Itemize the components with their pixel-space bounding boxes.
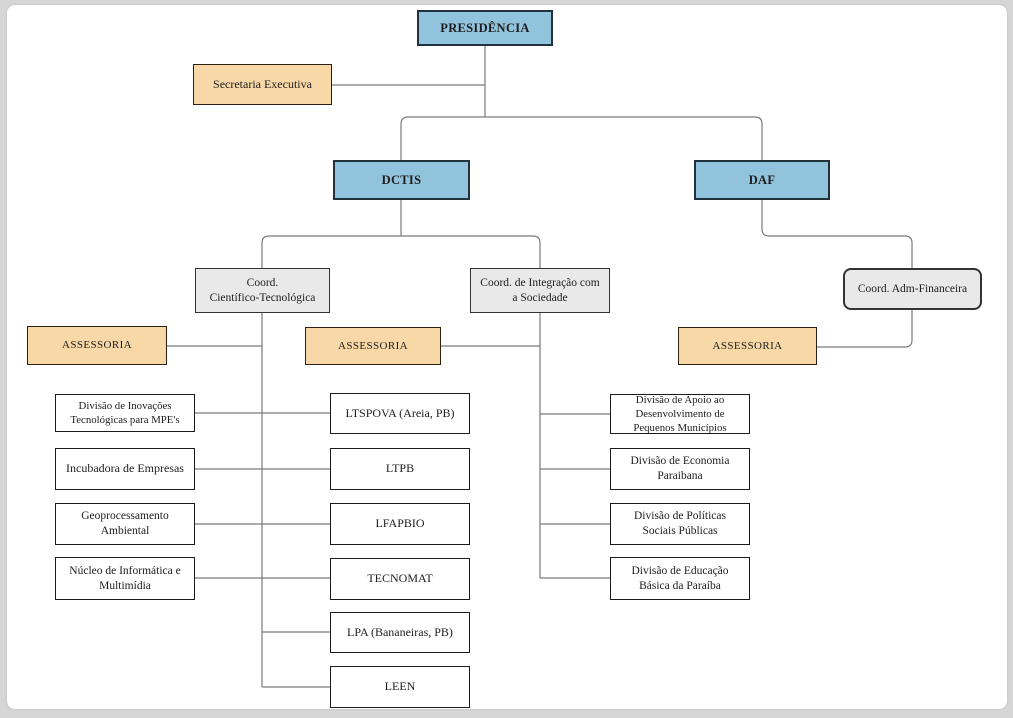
node-lfapbio: LFAPBIO — [330, 503, 470, 545]
node-ltspova-label: LTSPOVA (Areia, PB) — [345, 405, 455, 420]
node-presidencia: PRESIDÊNCIA — [417, 10, 553, 46]
node-divisao-economia-paraibana: Divisão de Economia Paraibana — [610, 448, 750, 490]
node-presidencia-label: PRESIDÊNCIA — [440, 20, 530, 35]
node-geoprocessamento-ambiental-label: Geoprocessamento Ambiental — [81, 510, 169, 537]
node-lpa: LPA (Bananeiras, PB) — [330, 612, 470, 653]
node-coord-adm-financeira: Coord. Adm-Financeira — [843, 268, 982, 310]
node-coord-adm-financeira-label: Coord. Adm-Financeira — [857, 282, 968, 295]
node-assessoria-1-label: ASSESSORIA — [61, 339, 133, 352]
node-assessoria-2: ASSESSORIA — [305, 327, 441, 365]
node-incubadora-empresas: Incubadora de Empresas — [55, 448, 195, 490]
node-lfapbio-label: LFAPBIO — [375, 516, 425, 531]
node-tecnomat: TECNOMAT — [330, 558, 470, 600]
node-divisao-politicas-sociais: Divisão de Políticas Sociais Públicas — [610, 503, 750, 545]
node-dctis: DCTIS — [333, 160, 470, 200]
node-assessoria-3-label: ASSESSORIA — [712, 339, 783, 352]
node-divisao-apoio-municipios-label: Divisão de Apoio ao Desenvolvimento de P… — [633, 393, 727, 435]
node-divisao-inovacoes-label: Divisão de Inovações Tecnológicas para M… — [70, 399, 180, 426]
node-coord-integracao-sociedade-label: Coord. de Integração com a Sociedade — [480, 276, 600, 304]
node-assessoria-3: ASSESSORIA — [678, 327, 817, 365]
node-secretaria-executiva: Secretaria Executiva — [193, 64, 332, 105]
node-leen: LEEN — [330, 666, 470, 708]
node-tecnomat-label: TECNOMAT — [367, 571, 433, 586]
node-lpa-label: LPA (Bananeiras, PB) — [347, 624, 453, 639]
node-assessoria-1: ASSESSORIA — [27, 326, 167, 365]
node-ltpb-label: LTPB — [385, 461, 415, 476]
node-daf-label: DAF — [748, 172, 776, 187]
node-dctis-label: DCTIS — [381, 172, 422, 187]
node-divisao-economia-paraibana-label: Divisão de Economia Paraibana — [630, 455, 730, 482]
node-incubadora-empresas-label: Incubadora de Empresas — [66, 461, 184, 476]
node-divisao-educacao-basica: Divisão de Educação Básica da Paraíba — [610, 557, 750, 600]
node-secretaria-executiva-label: Secretaria Executiva — [213, 76, 312, 91]
node-geoprocessamento-ambiental: Geoprocessamento Ambiental — [55, 503, 195, 545]
node-coord-integracao-sociedade: Coord. de Integração com a Sociedade — [470, 268, 610, 313]
node-divisao-educacao-basica-label: Divisão de Educação Básica da Paraíba — [631, 564, 729, 592]
node-leen-label: LEEN — [384, 679, 416, 694]
node-daf: DAF — [694, 160, 830, 200]
node-coord-cientifico-tecnologica-label: Coord. Científico-Tecnológica — [209, 276, 316, 304]
node-ltspova: LTSPOVA (Areia, PB) — [330, 393, 470, 434]
node-coord-cientifico-tecnologica: Coord. Científico-Tecnológica — [195, 268, 330, 313]
node-divisao-inovacoes: Divisão de Inovações Tecnológicas para M… — [55, 394, 195, 432]
node-nucleo-informatica: Núcleo de Informática e Multimídia — [55, 557, 195, 600]
node-divisao-apoio-municipios: Divisão de Apoio ao Desenvolvimento de P… — [610, 394, 750, 434]
node-divisao-politicas-sociais-label: Divisão de Políticas Sociais Públicas — [634, 510, 726, 537]
node-nucleo-informatica-label: Núcleo de Informática e Multimídia — [69, 564, 181, 592]
node-ltpb: LTPB — [330, 448, 470, 490]
node-assessoria-2-label: ASSESSORIA — [337, 339, 409, 352]
